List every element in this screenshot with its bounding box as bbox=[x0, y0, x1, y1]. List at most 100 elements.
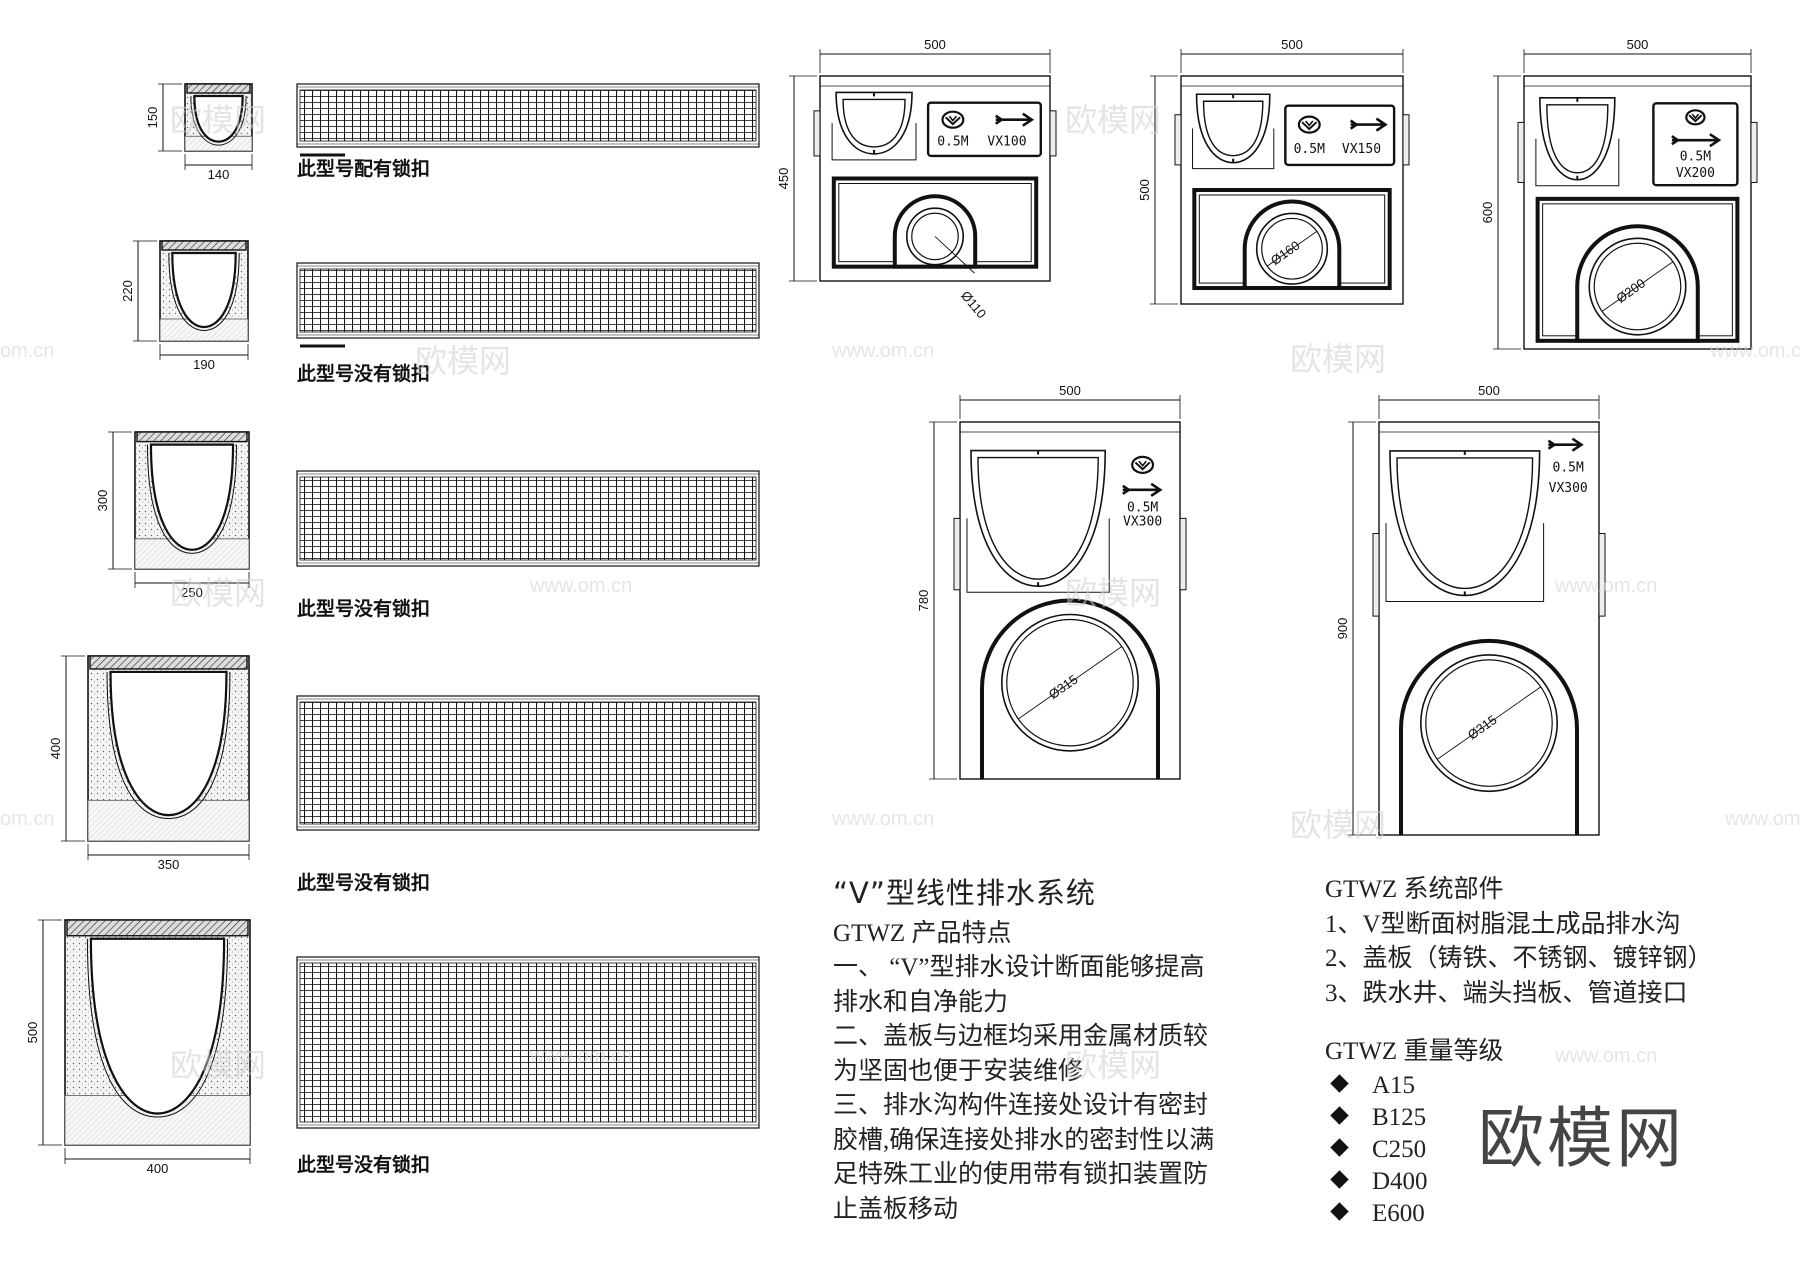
channel-wing bbox=[831, 123, 917, 161]
feature-line: 足特殊工业的使用带有锁扣装置防 bbox=[833, 1161, 1209, 1188]
channel-wing bbox=[1192, 128, 1275, 170]
pit-width-label: 500 bbox=[1281, 37, 1303, 52]
channel-liner bbox=[86, 938, 229, 1118]
watermark-url: om.cn bbox=[0, 808, 55, 830]
grating-mesh bbox=[299, 962, 757, 1123]
channel-invert bbox=[89, 937, 226, 1115]
channel-liner bbox=[106, 671, 231, 820]
pipe-inner bbox=[1006, 618, 1134, 747]
pit-length-label: 0.5M bbox=[1680, 150, 1711, 165]
brand-mark-v bbox=[1134, 461, 1151, 471]
channel-liner bbox=[168, 252, 240, 332]
channel-wing bbox=[1385, 523, 1545, 602]
pipe-arch bbox=[980, 598, 1160, 779]
inlet-flange bbox=[953, 517, 961, 591]
pit-label-plate bbox=[1652, 102, 1739, 187]
flow-arrow-icon bbox=[1547, 437, 1584, 452]
pipe-arch bbox=[1399, 638, 1579, 835]
pit-model-label: VX200 bbox=[1676, 166, 1715, 181]
pit-width-label: 500 bbox=[1478, 383, 1500, 398]
flow-arrow-icon bbox=[994, 112, 1035, 127]
pipe-diameter-label: Ø110 bbox=[958, 288, 989, 321]
brand-mark-v-inner bbox=[1138, 460, 1147, 467]
outlet-flange bbox=[1049, 110, 1057, 157]
channel-caption-2: 此型号没有锁扣 bbox=[297, 363, 431, 385]
watermark-url: www.om.cn bbox=[832, 808, 935, 830]
channel-height-label: 150 bbox=[145, 107, 160, 129]
pit-height-label: 600 bbox=[1480, 202, 1495, 224]
pit-length-label: 0.5M bbox=[1127, 500, 1158, 515]
inlet-flange bbox=[1372, 533, 1380, 617]
channel-width-label: 400 bbox=[147, 1161, 169, 1176]
grate-top bbox=[186, 83, 251, 94]
parts-heading: GTWZ 系统部件 bbox=[1325, 876, 1504, 903]
grating-elevation-1 bbox=[296, 83, 760, 157]
channel-width-label: 250 bbox=[181, 585, 203, 600]
brand-mark-v bbox=[945, 116, 961, 126]
pit-height-label: 780 bbox=[916, 590, 931, 612]
pipe-inner bbox=[1261, 217, 1323, 280]
pit-length-label: 0.5M bbox=[1553, 461, 1584, 476]
watermark: 欧模网 bbox=[1065, 1046, 1162, 1084]
part-line: 2、盖板（铸铁、不锈钢、镀锌钢） bbox=[1325, 945, 1713, 972]
channel-invert bbox=[109, 670, 228, 817]
grate-top bbox=[161, 240, 247, 251]
channel-inner-profile bbox=[1202, 100, 1264, 157]
grating-elevation-5 bbox=[296, 956, 760, 1129]
product-features-block: “V”型线性排水系统 GTWZ 产品特点 一、 “V”型排水设计断面能够提高 排… bbox=[833, 876, 1214, 1227]
channel-caption-1: 此型号配有锁扣 bbox=[297, 158, 431, 180]
grate-top bbox=[136, 431, 248, 443]
system-title: “V”型线性排水系统 bbox=[833, 876, 1096, 910]
channel-liner bbox=[146, 444, 238, 554]
channel-height-label: 500 bbox=[25, 1022, 40, 1044]
channel-width-label: 140 bbox=[208, 167, 230, 182]
grating-mesh bbox=[299, 89, 757, 142]
brand-mark-v-inner bbox=[1691, 113, 1700, 120]
brand-logo: 欧模网 bbox=[1478, 1100, 1685, 1177]
pipe-inner bbox=[1425, 659, 1553, 787]
inlet-flange bbox=[1174, 114, 1182, 166]
pipe-diameter-line bbox=[1017, 646, 1123, 720]
pipe-leader bbox=[934, 236, 975, 274]
pit-length-label: 0.5M bbox=[1294, 142, 1325, 157]
watermark: 欧模网 bbox=[415, 342, 512, 380]
diamond-bullet-icon bbox=[1330, 1137, 1349, 1157]
grate-top bbox=[66, 919, 249, 937]
grade-item: C250 bbox=[1325, 1134, 1713, 1166]
channel-wing bbox=[966, 518, 1110, 593]
pipe-diameter-line bbox=[1601, 261, 1674, 312]
diamond-bullet-icon bbox=[1330, 1169, 1349, 1189]
channel-invert bbox=[193, 94, 244, 143]
watermark-url: www.om.cn bbox=[1725, 808, 1800, 830]
brand-mark-v bbox=[1688, 114, 1703, 123]
pit-width-label: 500 bbox=[1627, 37, 1649, 52]
grating-elevation-2 bbox=[296, 262, 760, 348]
channel-section-5: 500 400 bbox=[25, 919, 251, 1176]
pit-width-label: 500 bbox=[924, 37, 946, 52]
channel-height-label: 220 bbox=[120, 280, 135, 302]
watermark: 欧模网 bbox=[1290, 806, 1387, 844]
pipe-diameter-line bbox=[1266, 231, 1318, 267]
watermark-url: www.om.cn bbox=[530, 575, 633, 597]
watermark: 欧模网 bbox=[1290, 340, 1387, 378]
channel-inner-profile bbox=[977, 456, 1099, 580]
grade-item: B125 bbox=[1325, 1102, 1713, 1134]
channel-section-1: 150 140 bbox=[145, 83, 253, 182]
pipe-inner bbox=[911, 212, 959, 261]
watermark-url: www.om.cn bbox=[1710, 340, 1800, 362]
brand-mark-v-inner bbox=[1305, 120, 1314, 127]
channel-wing bbox=[1535, 138, 1620, 187]
watermark: 欧模网 bbox=[170, 574, 267, 612]
grade-item: D400 bbox=[1325, 1166, 1713, 1198]
brand-mark-v-inner bbox=[948, 115, 958, 122]
watermark-url: www.om.cn bbox=[1555, 575, 1658, 597]
channel-invert bbox=[171, 251, 237, 329]
channel-inner-profile bbox=[842, 98, 906, 148]
diamond-bullet-icon bbox=[1330, 1201, 1349, 1221]
outlet-flange bbox=[1179, 517, 1187, 591]
channel-width-label: 350 bbox=[158, 857, 180, 872]
feature-line: 胶槽,确保连接处排水的密封性以满 bbox=[833, 1126, 1215, 1154]
